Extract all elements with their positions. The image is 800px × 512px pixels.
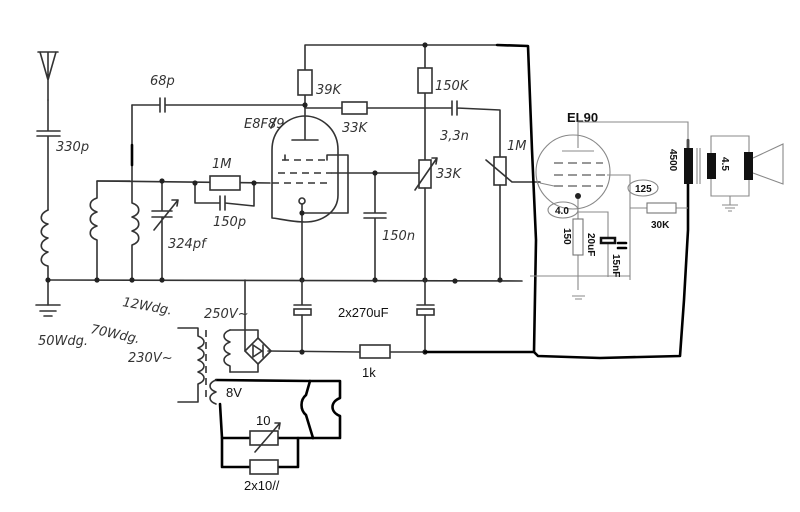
output-tube-label: EL90 (567, 110, 598, 125)
feedback-capacitor (616, 241, 628, 250)
heater-winding (209, 379, 217, 405)
antenna-cap-label: 330p (56, 140, 89, 155)
filter-resistor-label: 1k (362, 365, 376, 380)
filter-caps-label: 2x270uF (338, 305, 389, 320)
supply-resistor-label: 150K (435, 79, 470, 94)
regen-potentiometer: 33K (414, 157, 463, 281)
junction-dots (45, 42, 503, 284)
output-stage: EL90 150 20uF 15nF 4.0 30K 125 (423, 43, 784, 360)
heater-winding-label: 8V (226, 385, 242, 400)
secondary-label: 4.5 (719, 157, 730, 171)
plate-resistor-label: 39K (316, 83, 343, 98)
secondary-winding (707, 153, 716, 179)
regen-pot-label: 33K (436, 167, 463, 182)
el90-anode (562, 127, 594, 152)
primary-winding (684, 148, 693, 184)
grid-leak-label: 1M (212, 157, 232, 172)
grid-line (96, 180, 271, 184)
antenna-icon (37, 51, 59, 101)
heater-potentiometer (249, 430, 279, 446)
cathode-resistor (572, 218, 584, 256)
heater-resistors (249, 459, 279, 475)
screen-bypass-capacitor: 150n (363, 172, 415, 281)
screen-voltage-label: 125 (635, 184, 652, 195)
plate-lead (577, 121, 689, 148)
filter-resistor: 1k (267, 344, 426, 380)
tuning-capacitor: 324pf (151, 180, 208, 281)
antenna-capacitor: 330p (36, 99, 89, 211)
transformer-core (696, 148, 701, 184)
screen-bypass-label: 150n (382, 229, 415, 244)
ground-icon (35, 304, 61, 317)
heater-circuit: 8V 10 2x10// (209, 378, 342, 493)
heater-pot-label: 10 (256, 413, 270, 428)
feedback-network: 30K 125 (627, 179, 688, 231)
grid-capacitor: 150p (194, 182, 255, 230)
mains-label: 230V~ (128, 351, 173, 366)
ground-icon (722, 204, 738, 212)
coil-feedback-label: 12Wdg. (121, 295, 173, 318)
grid-leak-resistor: 1M (209, 157, 241, 191)
filter-capacitor-1 (293, 279, 312, 353)
anode (291, 104, 319, 141)
antenna-section: 330p 50Wdg. 70Wdg. 12Wdg. 68p 324pf (35, 51, 306, 349)
volume-pot-label: 1M (507, 139, 527, 154)
feedback-resistor-label: 30K (651, 220, 670, 231)
cathode-resistor-label: 150 (561, 228, 572, 245)
speaker-icon (744, 143, 784, 185)
output-transformer: 4500 4.5 (667, 135, 750, 212)
hv-winding-label: 250V~ (204, 307, 249, 322)
coupling-capacitor-68p: 68p (131, 74, 306, 113)
filter-capacitor-2 (416, 279, 435, 353)
supply-resistor: 150K (417, 44, 470, 161)
cathode-capacitor (599, 236, 617, 245)
primary-label: 4500 (667, 149, 678, 172)
coil-antenna-label: 50Wdg. (38, 334, 88, 349)
cathode-network: 150 20uF 15nF 4.0 (530, 199, 630, 300)
cathode-cap-label: 20uF (585, 233, 596, 256)
feedback-cap-label: 15nF (610, 254, 621, 277)
power-supply: 2x270uF 1k 250V~ 230V~ (128, 279, 435, 493)
detector-tube: E8F89 (244, 104, 426, 281)
feedback-coil (130, 104, 140, 281)
rectifier-bridge (229, 279, 272, 373)
plate-resistor: 39K (297, 44, 498, 106)
coupling-capacitor-3n3: 3,3n (424, 100, 501, 158)
heater-resistors-label: 2x10// (244, 478, 280, 493)
primary-winding (177, 327, 205, 403)
feedback-resistor (646, 202, 677, 214)
volume-potentiometer: 1M (485, 139, 541, 281)
cathode-voltage-bubble (547, 201, 579, 219)
tuning-cap-label: 324pf (168, 237, 208, 252)
tank-coil (89, 180, 131, 281)
series-resistor: 33K (304, 101, 426, 136)
coil-tank-label: 70Wdg. (89, 322, 141, 347)
hv-winding (223, 329, 231, 373)
series-resistor-label: 33K (342, 121, 369, 136)
screen-voltage-bubble (627, 179, 659, 197)
grid-cap-label: 150p (213, 215, 246, 230)
output-tube: EL90 (535, 110, 631, 280)
ground-icon (572, 295, 585, 300)
ground-bus (47, 279, 523, 282)
detector-tube-label: E8F89 (244, 117, 285, 132)
cathode-voltage-label: 4.0 (555, 206, 569, 217)
antenna-coil (40, 209, 49, 281)
detector-stage: 1M 150p E8F89 39K (45, 42, 541, 284)
mains-transformer: 250V~ 230V~ (128, 307, 249, 403)
coupling-cap-3n3-label: 3,3n (440, 129, 469, 144)
coupling-cap-label: 68p (150, 74, 175, 89)
